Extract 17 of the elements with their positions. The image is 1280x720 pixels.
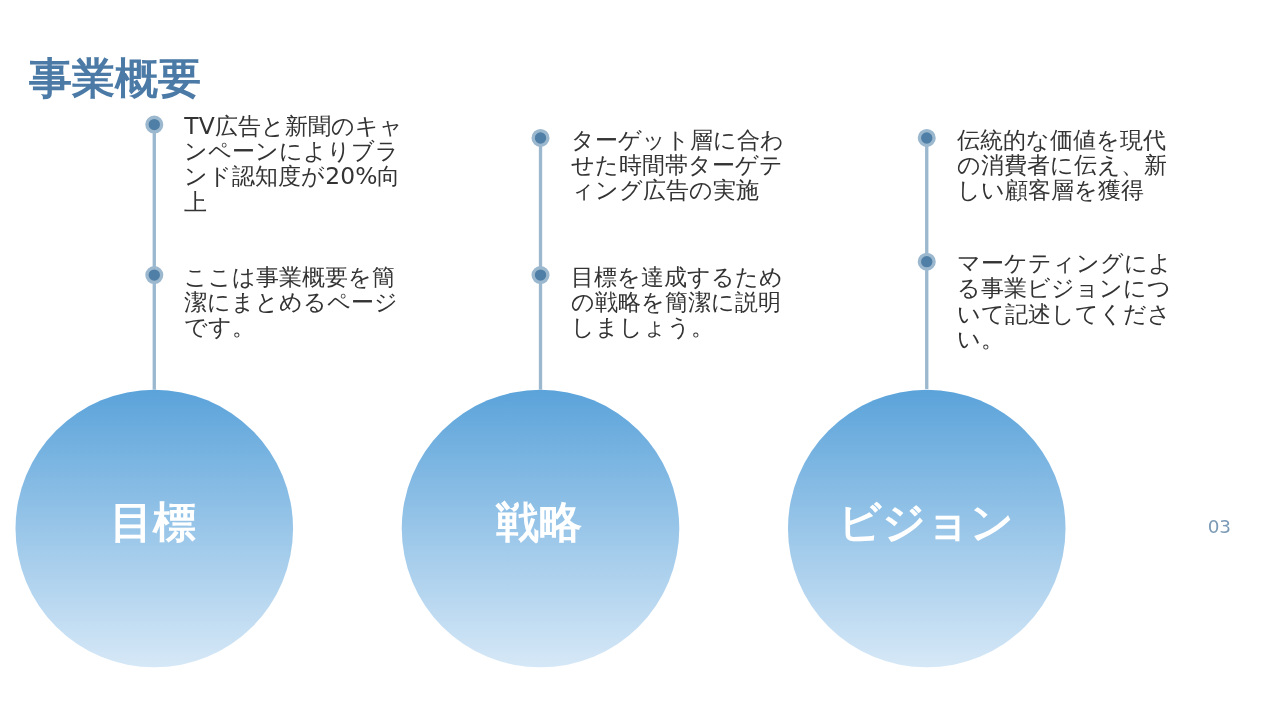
node-text: マーケティングによる事業ビジョンについて記述してください。	[956, 248, 1172, 353]
diagram-title: 事業概要	[28, 52, 201, 103]
connector	[917, 128, 936, 254]
label: 03	[1207, 515, 1232, 537]
node-text: 伝統的な価値を現代の消費者に伝え、新しい顧客層を獲得	[956, 125, 1167, 204]
node-text: TV広告と新聞のキャンペーンによりブランド認知度が20%向上	[184, 111, 403, 216]
node-circle: 戦略	[401, 389, 680, 667]
node-circle: 目標	[15, 389, 294, 667]
connector	[531, 265, 550, 390]
connector	[531, 128, 550, 268]
node-text: ここは事業概要を簡潔にまとめるページです。	[184, 262, 399, 341]
node-text: 目標を達成するための戦略を簡潔に説明しましょう。	[570, 262, 783, 341]
connector	[145, 115, 164, 268]
connector	[145, 265, 164, 390]
connector	[917, 252, 936, 389]
node-text: ターゲット層に合わせた時間帯ターゲティング広告の実施	[570, 125, 784, 204]
node-circle: ビジョン	[787, 389, 1066, 667]
